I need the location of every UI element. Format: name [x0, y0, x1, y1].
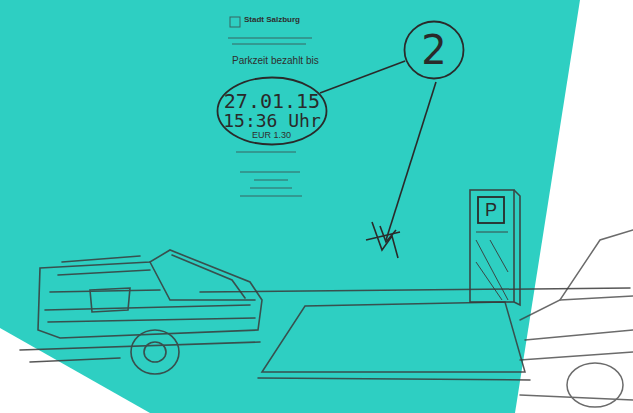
parking-sign: P: [477, 196, 505, 224]
parking-space: [200, 288, 630, 380]
node-text: P: [485, 201, 497, 220]
leader-arrowhead: [380, 226, 396, 242]
teal-band: [0, 0, 580, 413]
node-text: 15:36 Uhr: [223, 112, 321, 131]
dashboard-ticket-scribble: [366, 222, 400, 258]
left-car: [20, 250, 262, 374]
ticket-heading: Parkzeit bezahlt bis: [232, 55, 319, 66]
callout-circle: 2: [403, 20, 465, 80]
node-text: 2: [421, 29, 446, 71]
ticket-header: Stadt Salzburg: [244, 15, 300, 24]
right-car: [520, 230, 633, 407]
node-text: 27.01.15: [224, 91, 320, 112]
ticket-amount: EUR 1.30: [252, 130, 291, 140]
leader-line: [320, 61, 405, 93]
leader-arrow: [386, 82, 436, 240]
parking-meter: [470, 190, 520, 305]
